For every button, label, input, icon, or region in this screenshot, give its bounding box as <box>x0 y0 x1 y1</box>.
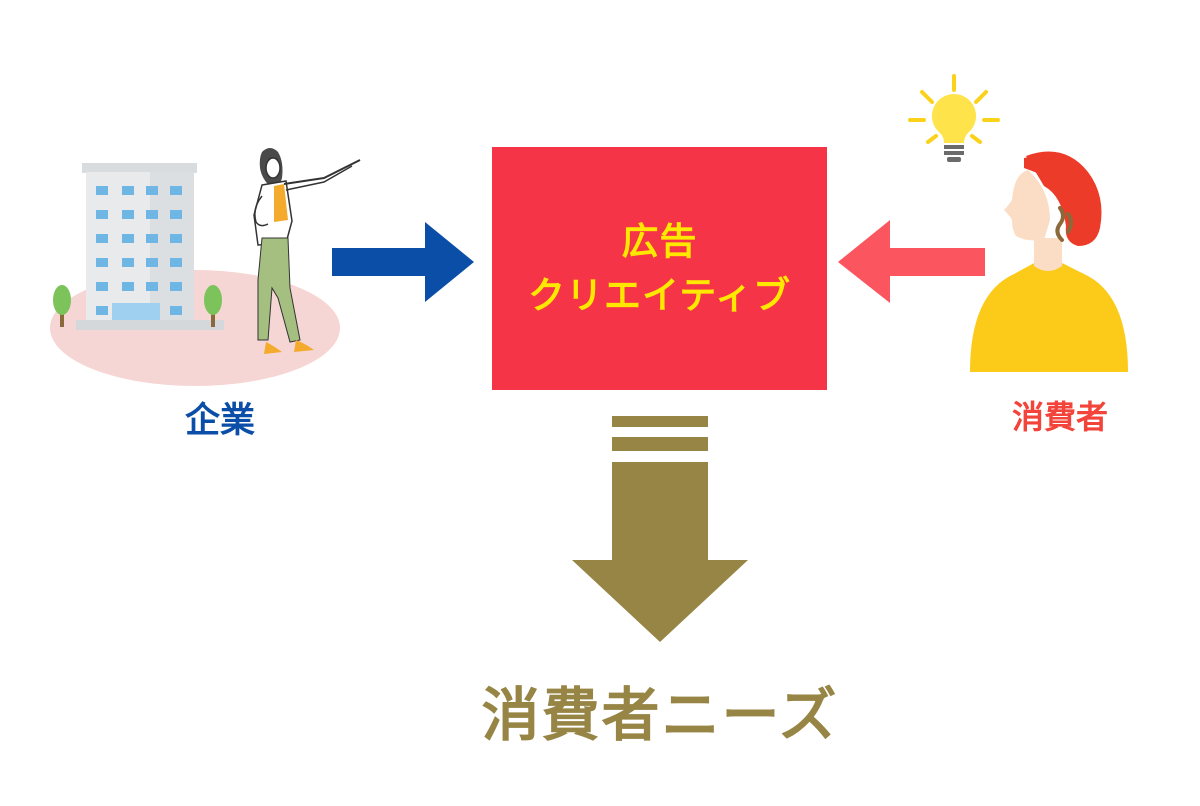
building-window <box>96 186 108 195</box>
building-window <box>170 306 182 315</box>
ad-creative-line1: 広告 <box>621 219 698 263</box>
light-bulb-icon <box>908 74 1000 162</box>
building-window <box>96 234 108 243</box>
building-window <box>146 282 158 291</box>
ad-creative-box: 広告 クリエイティブ <box>492 147 827 390</box>
building-window <box>170 186 182 195</box>
building-window <box>170 258 182 267</box>
ad-creative-line2: クリエイティブ <box>527 273 792 317</box>
building-window <box>96 258 108 267</box>
tree-right-icon <box>204 285 222 327</box>
company-to-box-arrow <box>332 222 474 302</box>
consumer-label: 消費者 <box>1011 398 1108 436</box>
building-window <box>122 258 134 267</box>
building-window <box>122 210 134 219</box>
tree-left-icon <box>53 285 71 327</box>
building-window <box>146 186 158 195</box>
consumer-to-box-arrow <box>838 220 985 303</box>
needs-down-arrow <box>572 416 748 642</box>
building-window <box>122 234 134 243</box>
company-illustration <box>50 148 361 386</box>
company-label: 企業 <box>184 401 255 441</box>
building-window <box>146 210 158 219</box>
building-window <box>146 258 158 267</box>
building-window <box>96 306 108 315</box>
building-window <box>170 234 182 243</box>
ad-creative-box-bg <box>492 147 827 390</box>
businesswoman-pointing-icon <box>253 148 361 354</box>
building-window <box>122 186 134 195</box>
consumer-woman-icon <box>970 151 1128 372</box>
building-window <box>96 210 108 219</box>
building-window <box>122 282 134 291</box>
office-building-icon <box>76 163 224 330</box>
building-window <box>170 210 182 219</box>
building-window <box>96 282 108 291</box>
consumer-needs-label: 消費者ニーズ <box>481 681 839 749</box>
building-window <box>170 282 182 291</box>
building-window <box>146 234 158 243</box>
